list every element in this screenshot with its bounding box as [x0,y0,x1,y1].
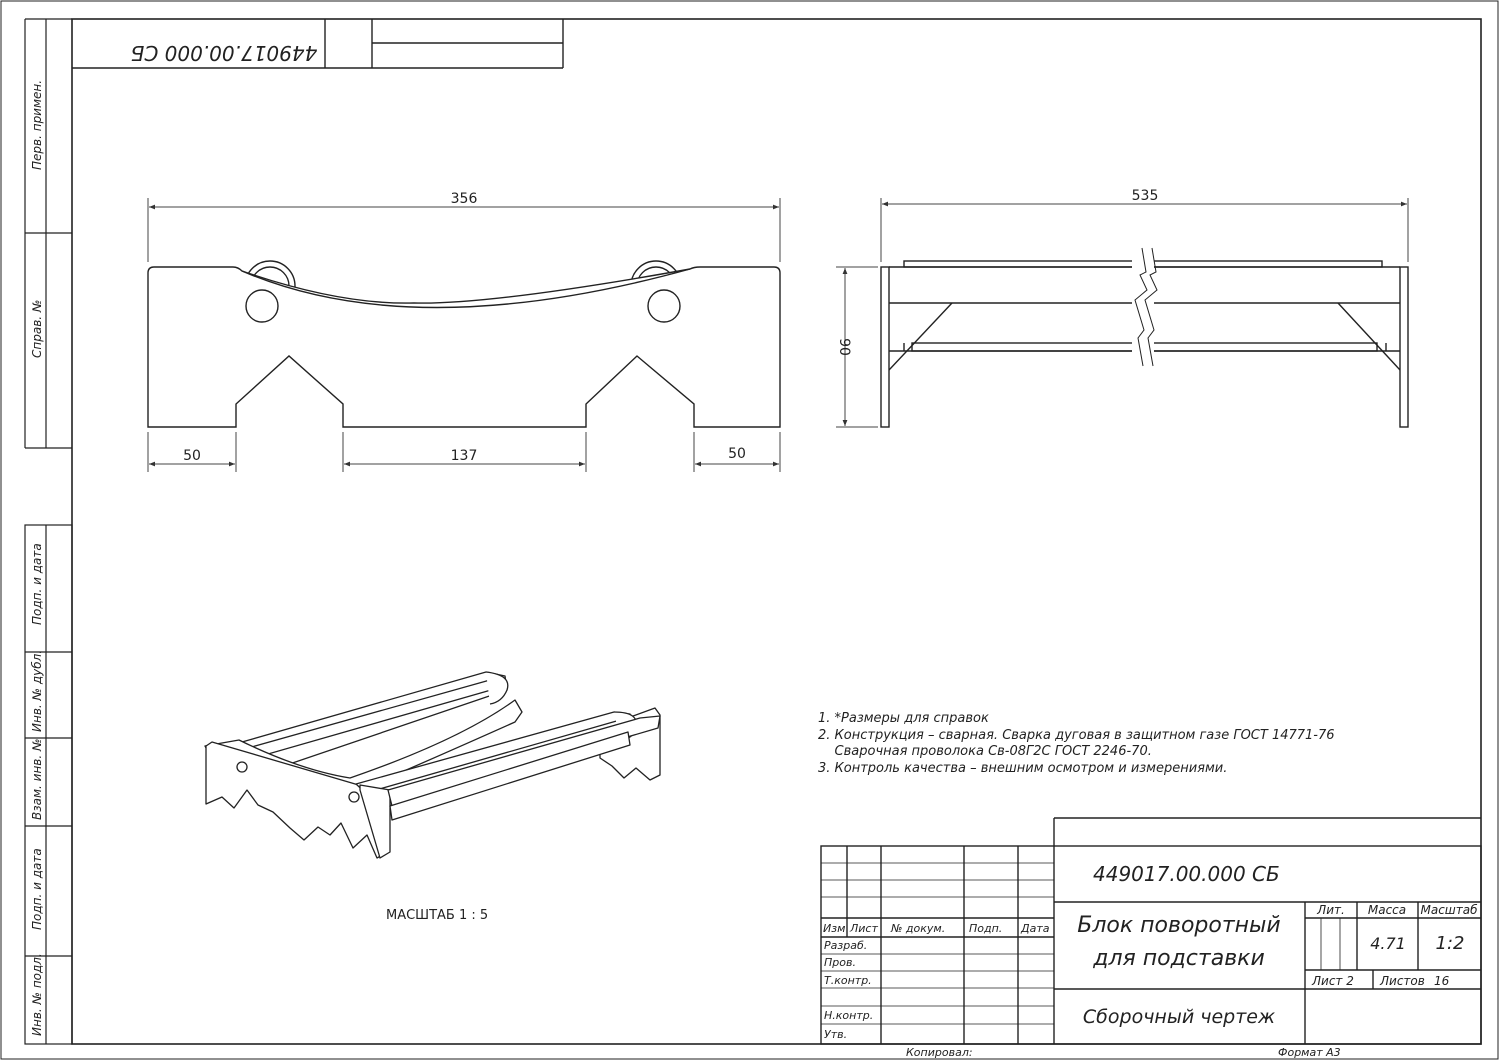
side-label-podp-1: Подп. и дата [30,543,44,625]
side-dimensions [836,198,1409,428]
row-nkontr: Н.контр. [824,1009,873,1022]
side-view-break [1132,247,1158,367]
front-dimension-labels: 356 50 137 50 [183,191,746,464]
dim-front-middle: 137 [451,448,478,464]
side-label-vzam: Взам. инв. № [30,739,44,820]
title-drawing-code: 449017.00.000 СБ [1093,862,1280,886]
side-label-inv-podl: Инв. № подл. [30,953,44,1036]
lit-label: Лит. [1316,903,1345,917]
top-code-box [72,19,564,69]
header-doc: № докум. [890,922,945,935]
title-doc-type: Сборочный чертеж [1083,1006,1275,1028]
note-2: 2. Конструкция – сварная. Сварка дуговая… [818,728,1335,743]
scale-value: 1:2 [1436,933,1465,954]
header-izm: Изм [823,922,845,935]
header-podp: Подп. [969,922,1002,935]
scale-label: Масштаб [1420,903,1478,917]
isometric-view [204,671,661,859]
title-block [820,817,1482,1045]
dim-side-height: 90 [836,338,852,356]
dim-front-width: 356 [451,191,478,207]
row-utv: Утв. [824,1028,847,1041]
note-2b: Сварочная проволока Св-08Г2С ГОСТ 2246-7… [818,744,1152,759]
side-label-inv-dubl: Инв. № дубл. [30,650,44,732]
note-1: 1. *Размеры для справок [818,711,989,726]
top-drawing-code: 449017.00.000 СБ [131,41,318,65]
side-label-sprav: Справ. № [30,300,44,358]
title-line-2: для подставки [1092,946,1265,971]
row-razrab: Разраб. [824,939,867,952]
sheets-count: 16 [1434,974,1450,988]
header-data: Дата [1020,922,1050,935]
dim-front-right: 50 [728,446,746,462]
title-block-text: 449017.00.000 СБ Блок поворотный для под… [823,862,1478,1041]
technical-notes: 1. *Размеры для справок 2. Конструкция –… [818,711,1335,776]
left-margin-labels: Перв. примен. Справ. № Подп. и дата Инв.… [30,80,44,1036]
front-dimensions [147,198,781,472]
header-list: Лист [849,922,878,935]
iso-scale-label: МАСШТАБ 1 : 5 [386,908,488,923]
format-label: Формат А3 [1278,1046,1341,1059]
dim-side-width: 535 [1132,188,1159,204]
front-view [147,260,781,428]
mass-label: Масса [1368,903,1406,917]
row-prov: Пров. [824,956,856,969]
sheet-label: Лист 2 [1311,974,1354,988]
note-3: 3. Контроль качества – внешним осмотром … [818,761,1227,776]
sheets-label: Листов [1379,974,1425,988]
side-label-perv: Перв. примен. [30,80,44,170]
title-line-1: Блок поворотный [1077,913,1280,938]
left-margin-table [24,18,73,1045]
copied-label: Копировал: [906,1046,973,1059]
dim-front-left: 50 [183,448,201,464]
side-label-podp-2: Подп. и дата [30,848,44,930]
row-tkontr: Т.контр. [824,974,872,987]
mass-value: 4.71 [1370,934,1406,953]
